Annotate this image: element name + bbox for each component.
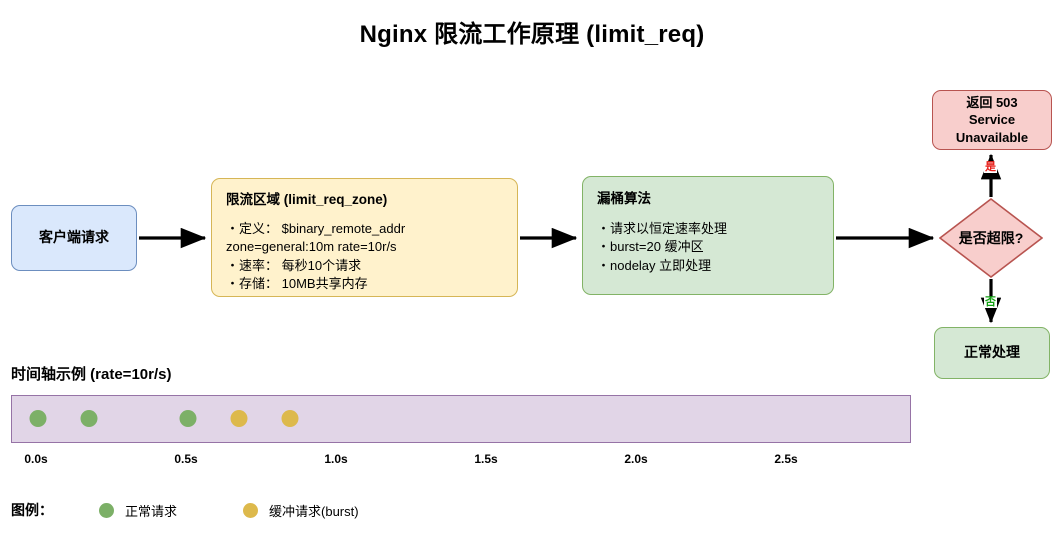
node-normal-processing[interactable]: 正常处理 bbox=[934, 327, 1050, 379]
node-leaky-bucket-line-nodelay: ・nodelay 立即处理 bbox=[597, 257, 712, 273]
timeline-dot-normal bbox=[29, 410, 47, 427]
legend-item-burst: 缓冲请求(burst) bbox=[243, 501, 359, 520]
node-decision-over-limit-label: 是否超限? bbox=[958, 230, 1024, 246]
node-leaky-bucket-line-burst: ・burst=20 缓冲区 bbox=[597, 239, 704, 255]
edge-label-no: 否 bbox=[984, 296, 997, 308]
timeline-tick-label: 2.5s bbox=[774, 452, 798, 466]
timeline-band bbox=[11, 395, 911, 443]
node-client-request[interactable]: 客户端请求 bbox=[11, 205, 137, 271]
timeline-tick-label: 0.0s bbox=[24, 452, 48, 466]
timeline-tick-label: 0.5s bbox=[174, 452, 198, 466]
node-leaky-bucket-title: 漏桶算法 bbox=[597, 191, 651, 206]
node-return-503-line-3: Unavailable bbox=[955, 129, 1029, 145]
legend-items: 正常请求 缓冲请求(burst) bbox=[99, 501, 425, 520]
node-leaky-bucket[interactable]: 漏桶算法 ・请求以恒定速率处理 ・burst=20 缓冲区 ・nodelay 立… bbox=[582, 176, 834, 295]
legend-dot-normal-icon bbox=[99, 502, 114, 518]
node-leaky-bucket-line-rate: ・请求以恒定速率处理 bbox=[597, 220, 728, 236]
timeline-heading: 时间轴示例 (rate=10r/s) bbox=[11, 366, 172, 383]
page-title: Nginx 限流工作原理 (limit_req) bbox=[359, 21, 705, 48]
node-return-503-line-2: Service bbox=[968, 112, 1016, 128]
legend-title: 图例： bbox=[11, 502, 53, 518]
edge-label-yes: 是 bbox=[984, 161, 997, 173]
node-limit-req-zone[interactable]: 限流区域 (limit_req_zone) ・定义： $binary_remot… bbox=[211, 178, 518, 297]
node-limit-req-zone-line-storage: ・存储： 10MB共享内存 bbox=[226, 276, 368, 292]
node-limit-req-zone-line-rate: ・速率： 每秒10个请求 bbox=[226, 257, 362, 273]
timeline-dot-burst bbox=[230, 410, 248, 427]
node-limit-req-zone-title: 限流区域 (limit_req_zone) bbox=[226, 192, 388, 207]
timeline-dot-normal bbox=[80, 410, 98, 427]
legend: 图例： 正常请求 缓冲请求(burst) bbox=[11, 500, 425, 520]
node-normal-processing-label: 正常处理 bbox=[964, 344, 1020, 361]
legend-label: 正常请求 bbox=[125, 503, 178, 519]
timeline-dot-normal bbox=[179, 410, 197, 427]
legend-dot-burst-icon bbox=[243, 502, 259, 518]
timeline-tick-label: 2.0s bbox=[624, 452, 648, 466]
node-decision-over-limit[interactable]: 是否超限? bbox=[939, 198, 1043, 278]
node-limit-req-zone-line-definition: ・定义： $binary_remote_addr zone=general:10… bbox=[226, 220, 406, 255]
legend-item-normal: 正常请求 bbox=[99, 501, 177, 520]
legend-label: 缓冲请求(burst) bbox=[269, 503, 359, 519]
diamond-shape-icon bbox=[939, 198, 1043, 278]
node-return-503[interactable]: 返回 503 Service Unavailable bbox=[932, 90, 1052, 150]
timeline-tick-label: 1.0s bbox=[324, 452, 348, 466]
node-return-503-line-1: 返回 503 bbox=[966, 94, 1018, 110]
timeline-tick-label: 1.5s bbox=[474, 452, 498, 466]
timeline-dot-burst bbox=[281, 410, 299, 427]
timeline-dots-layer bbox=[0, 395, 1064, 443]
node-client-request-label: 客户端请求 bbox=[39, 229, 109, 246]
